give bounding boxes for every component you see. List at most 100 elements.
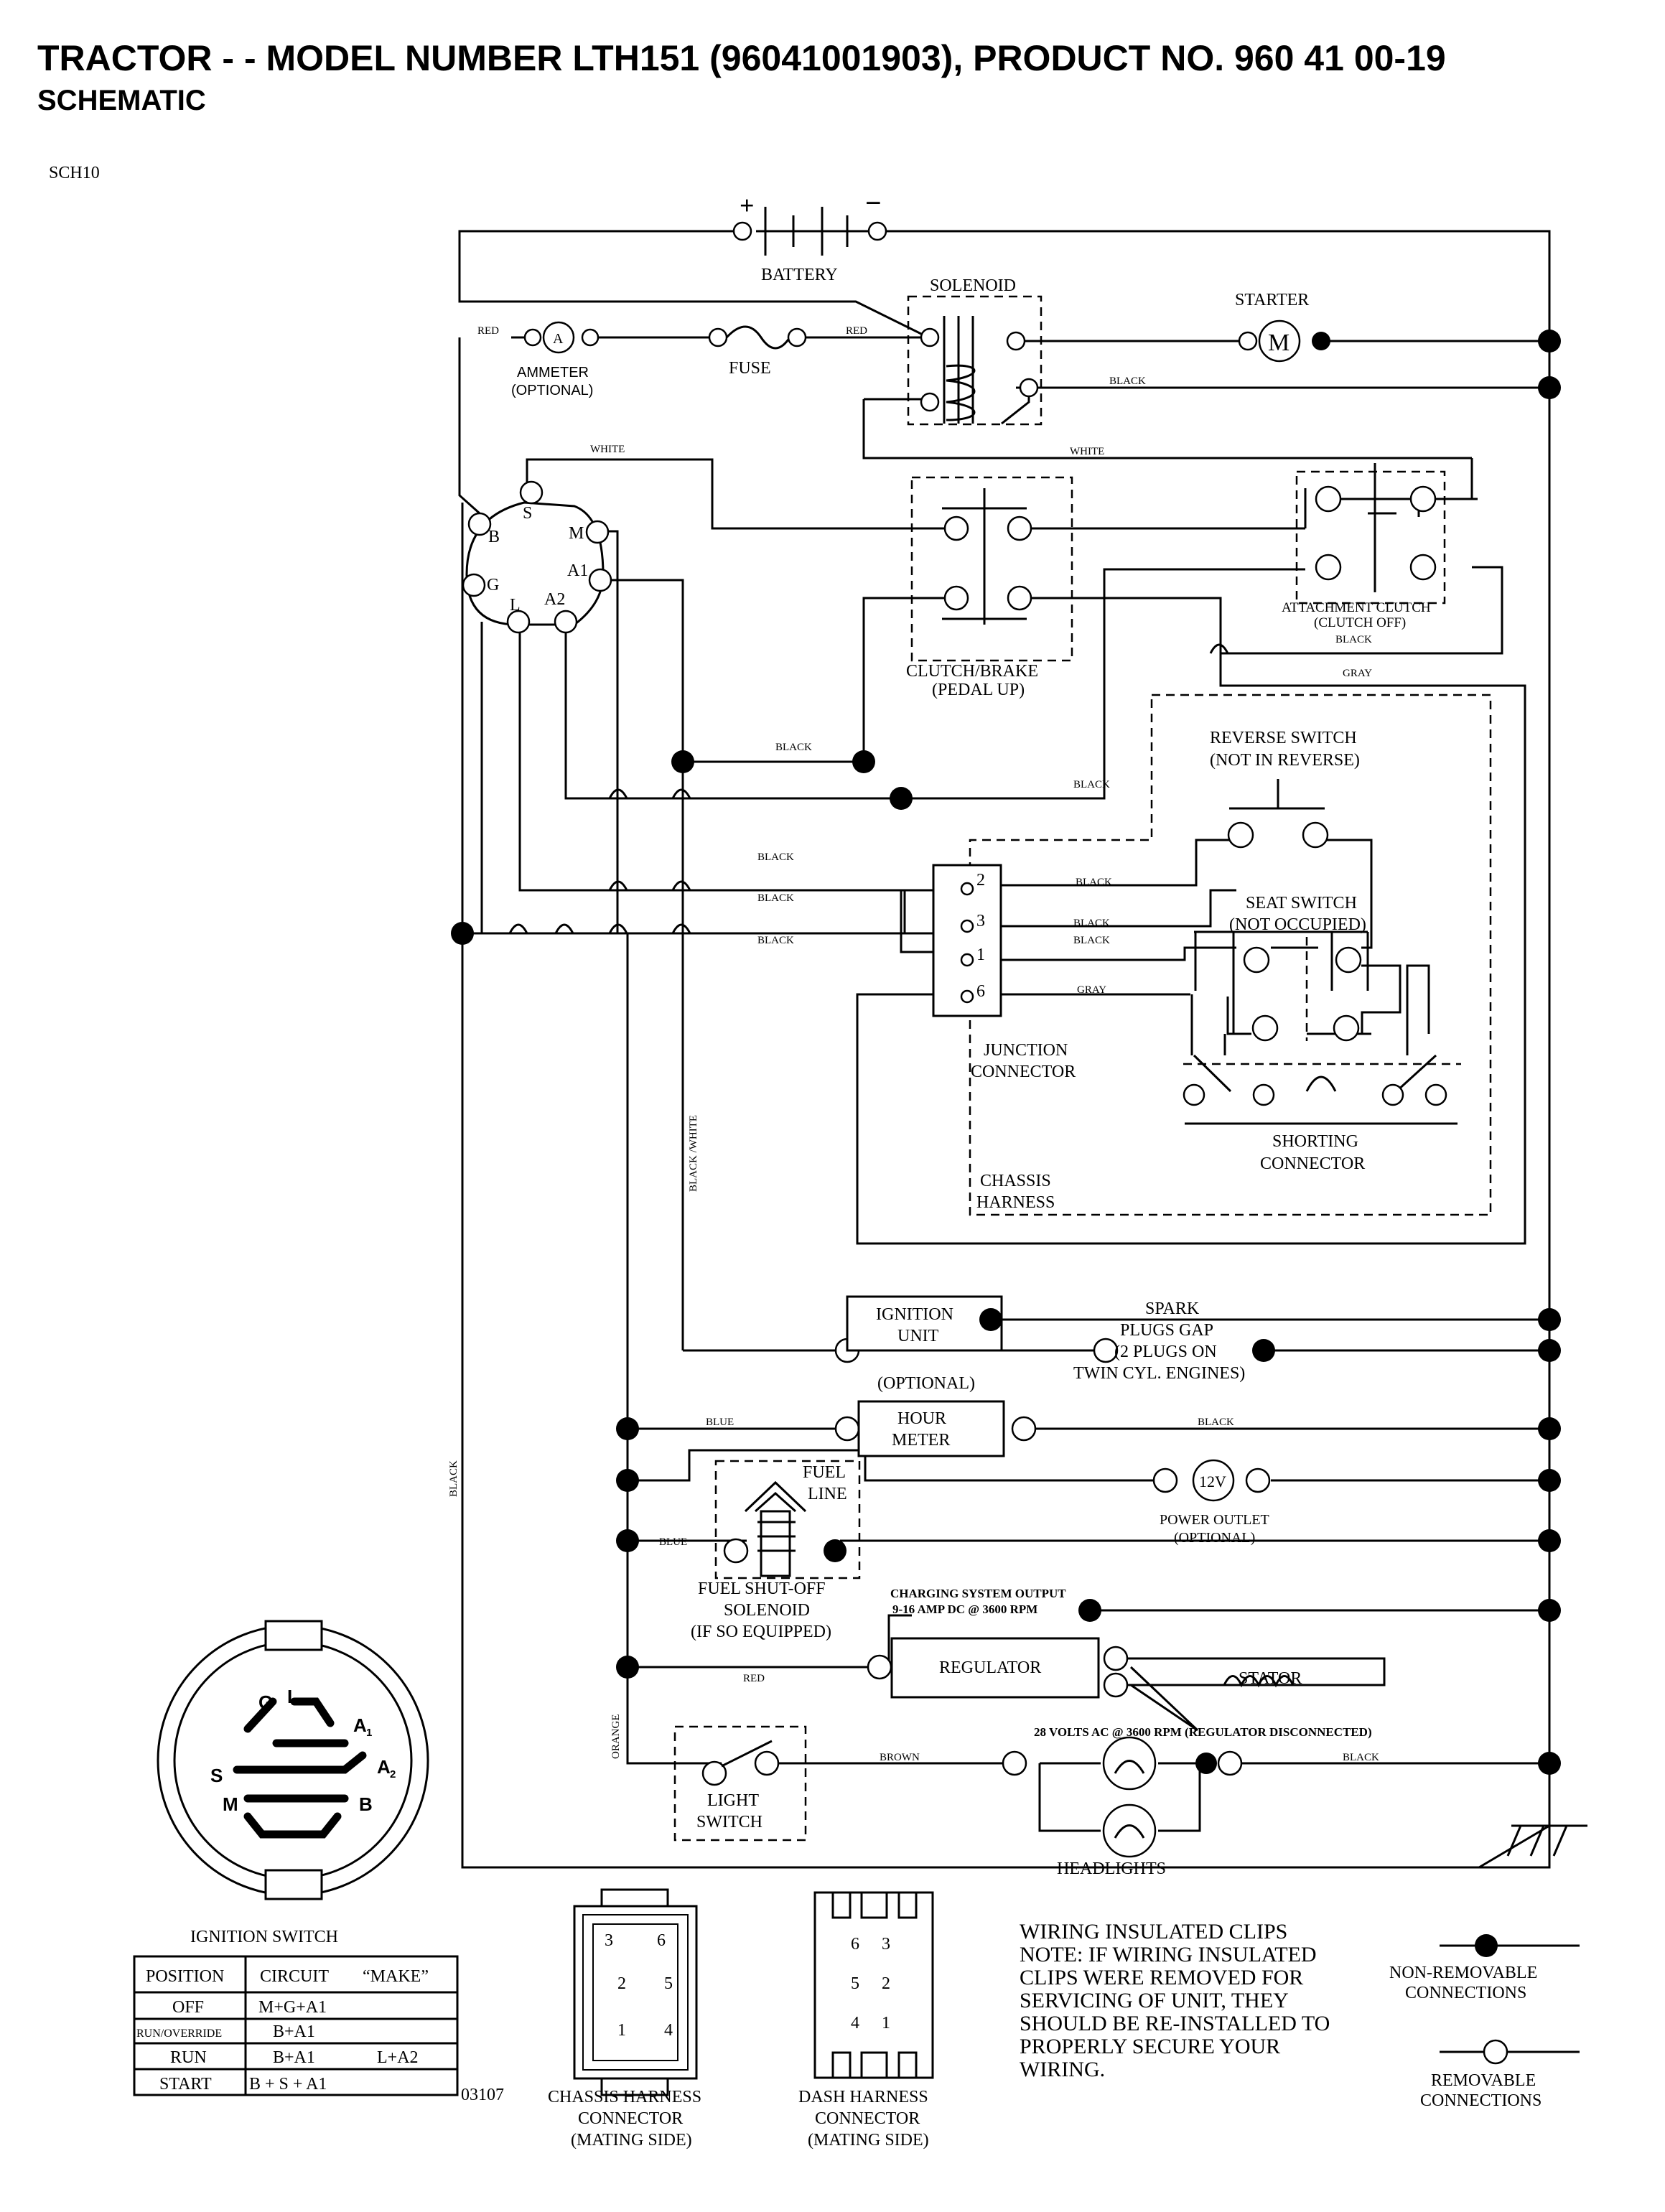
chassis-pin: 5 <box>664 1974 673 1993</box>
ammeter: A AMMETER (OPTIONAL) <box>511 321 600 398</box>
terminal-m: M <box>569 524 584 543</box>
dash-connector-sub: CONNECTOR <box>815 2109 920 2128</box>
ammeter-symbol: A <box>553 331 564 347</box>
junction-pin: 2 <box>976 871 985 890</box>
wire-label-blue: BLUE <box>659 1536 687 1548</box>
wire-label-black: BLACK <box>1343 1752 1379 1763</box>
battery-label: BATTERY <box>761 266 838 284</box>
dash-connector-label: DASH HARNESS <box>798 2088 928 2106</box>
ignition-face-a2: A <box>377 1756 391 1778</box>
ammeter-label: AMMETER <box>517 365 589 381</box>
ignition-face-a1-sub: 1 <box>366 1727 372 1739</box>
spark-plugs-label: SPARK <box>1145 1299 1200 1318</box>
table-header-make: “MAKE” <box>363 1967 429 1986</box>
clutch-brake-sub: (PEDAL UP) <box>932 681 1025 699</box>
light-switch: LIGHT SWITCH <box>673 1725 807 1842</box>
ignition-face-s: S <box>210 1765 223 1786</box>
wire-label-blue: BLUE <box>706 1417 734 1428</box>
spark-plugs-line4: TWIN CYL. ENGINES) <box>1073 1364 1245 1383</box>
page-title: TRACTOR - - MODEL NUMBER LTH151 (9604100… <box>37 38 1446 78</box>
wire-label-orange: ORANGE <box>610 1714 622 1760</box>
terminal-a1: A1 <box>567 561 588 580</box>
wire-label-black: BLACK <box>1198 1417 1234 1428</box>
wire-label-black: BLACK <box>448 1460 460 1497</box>
legend: NON-REMOVABLE CONNECTIONS REMOVABLE CONN… <box>1389 1934 1580 2110</box>
reverse-switch-sub: (NOT IN REVERSE) <box>1210 751 1360 770</box>
charging-ac-note: 28 VOLTS AC @ 3600 RPM (REGULATOR DISCON… <box>1034 1725 1372 1739</box>
starter: M STARTER <box>1235 291 1330 363</box>
note-line: SERVICING OF UNIT, THEY <box>1020 1989 1289 2012</box>
clutch-brake-label: CLUTCH/BRAKE <box>906 662 1038 681</box>
wire-label-gray: GRAY <box>1077 984 1106 996</box>
starter-symbol: M <box>1268 330 1289 356</box>
table-cell-position: OFF <box>172 1998 204 2017</box>
ignition-switch-table: POSITION CIRCUIT “MAKE” OFF M+G+A1 RUN/O… <box>133 1955 459 2096</box>
table-cell-position: START <box>159 2075 212 2094</box>
charging-output-spec: 9-16 AMP DC @ 3600 RPM <box>892 1602 1037 1616</box>
ignition-unit-sub: UNIT <box>897 1327 939 1345</box>
power-outlet-sub: (OPTIONAL) <box>1174 1530 1255 1546</box>
chassis-pin: 6 <box>657 1931 666 1950</box>
wire-label-black-white: BLACK /WHITE <box>688 1115 699 1192</box>
ignition-unit-label: IGNITION <box>876 1305 953 1324</box>
wire-label-red: RED <box>846 325 867 337</box>
doc-id: SCH10 <box>49 164 100 182</box>
non-removable-connections <box>451 330 1561 1775</box>
wire-label-black: BLACK <box>1109 375 1146 387</box>
hour-meter: (OPTIONAL) HOUR METER <box>834 1374 1037 1457</box>
headlights-label: HEADLIGHTS <box>1057 1859 1166 1878</box>
ignition-switch-terminals: S B M G A1 L A2 <box>462 480 612 634</box>
wire-label-brown: BROWN <box>880 1752 920 1763</box>
hour-meter-sub: METER <box>892 1431 950 1450</box>
terminal-l: L <box>510 596 521 615</box>
chassis-pin: 1 <box>617 2021 626 2040</box>
chassis-harness-connector: 3 6 2 5 1 4 CHASSIS HARNESS CONNECTOR (M… <box>548 1888 701 2150</box>
regulator-label: REGULATOR <box>939 1658 1041 1677</box>
note-line: SHOULD BE RE-INSTALLED TO <box>1020 2012 1330 2035</box>
attachment-clutch-sub: (CLUTCH OFF) <box>1314 615 1406 630</box>
fuel-line-sub: LINE <box>808 1485 847 1503</box>
table-cell-position: RUN <box>170 2048 207 2067</box>
dash-pin: 3 <box>882 1935 890 1954</box>
light-switch-label: LIGHT <box>707 1791 759 1810</box>
battery-minus: − <box>865 187 882 219</box>
fuel-solenoid-label: FUEL SHUT-OFF <box>698 1579 826 1598</box>
ignition-face-b: B <box>359 1793 373 1815</box>
hour-meter-optional: (OPTIONAL) <box>877 1374 975 1393</box>
fuel-solenoid-sub: SOLENOID <box>724 1601 810 1620</box>
table-cell-circuit: B+A1 <box>273 2022 315 2041</box>
fuel-solenoid-note: (IF SO EQUIPPED) <box>691 1623 831 1641</box>
terminal-g: G <box>487 576 499 594</box>
legend-removable: REMOVABLE <box>1431 2071 1536 2090</box>
legend-non-removable-sub: CONNECTIONS <box>1405 1984 1526 2002</box>
fuel-line-label: FUEL <box>803 1463 846 1482</box>
ignition-face-a2-sub: 2 <box>390 1768 396 1781</box>
chassis-pin: 2 <box>617 1974 626 1993</box>
dash-pin: 5 <box>851 1974 859 1993</box>
part-code: 03107 <box>461 2086 504 2104</box>
power-outlet-symbol: 12V <box>1199 1473 1226 1490</box>
junction-pin: 6 <box>976 982 985 1001</box>
clutch-brake-switch: CLUTCH/BRAKE (PEDAL UP) <box>906 476 1073 699</box>
wire-label-black: BLACK <box>757 851 794 863</box>
note-line: PROPERLY SECURE YOUR <box>1020 2035 1280 2058</box>
note-title: WIRING INSULATED CLIPS <box>1020 1920 1287 1943</box>
table-cell-circuit: M+G+A1 <box>258 1998 327 2017</box>
starter-label: STARTER <box>1235 291 1309 309</box>
wire-label-black: BLACK <box>1073 779 1110 790</box>
chassis-pin: 3 <box>605 1931 613 1950</box>
solenoid: SOLENOID <box>907 276 1043 426</box>
table-cell-circuit: B + S + A1 <box>249 2075 327 2094</box>
ignition-switch-title: IGNITION SWITCH <box>190 1928 338 1946</box>
seat-switch-label: SEAT SWITCH <box>1246 894 1357 913</box>
dash-pin: 2 <box>882 1974 890 1993</box>
wire-label-black: BLACK <box>1076 877 1112 888</box>
junction-connector: 2 3 1 6 JUNCTION CONNECTOR <box>932 864 1076 1081</box>
junction-sub: CONNECTOR <box>971 1063 1076 1081</box>
table-cell-make: L+A2 <box>377 2048 419 2067</box>
wire-label-white: WHITE <box>1070 446 1104 457</box>
ignition-face-m: M <box>223 1793 238 1815</box>
attachment-clutch-label: ATTACHMENT CLUTCH <box>1282 600 1431 615</box>
chassis-harness-label: CHASSIS <box>980 1172 1051 1190</box>
